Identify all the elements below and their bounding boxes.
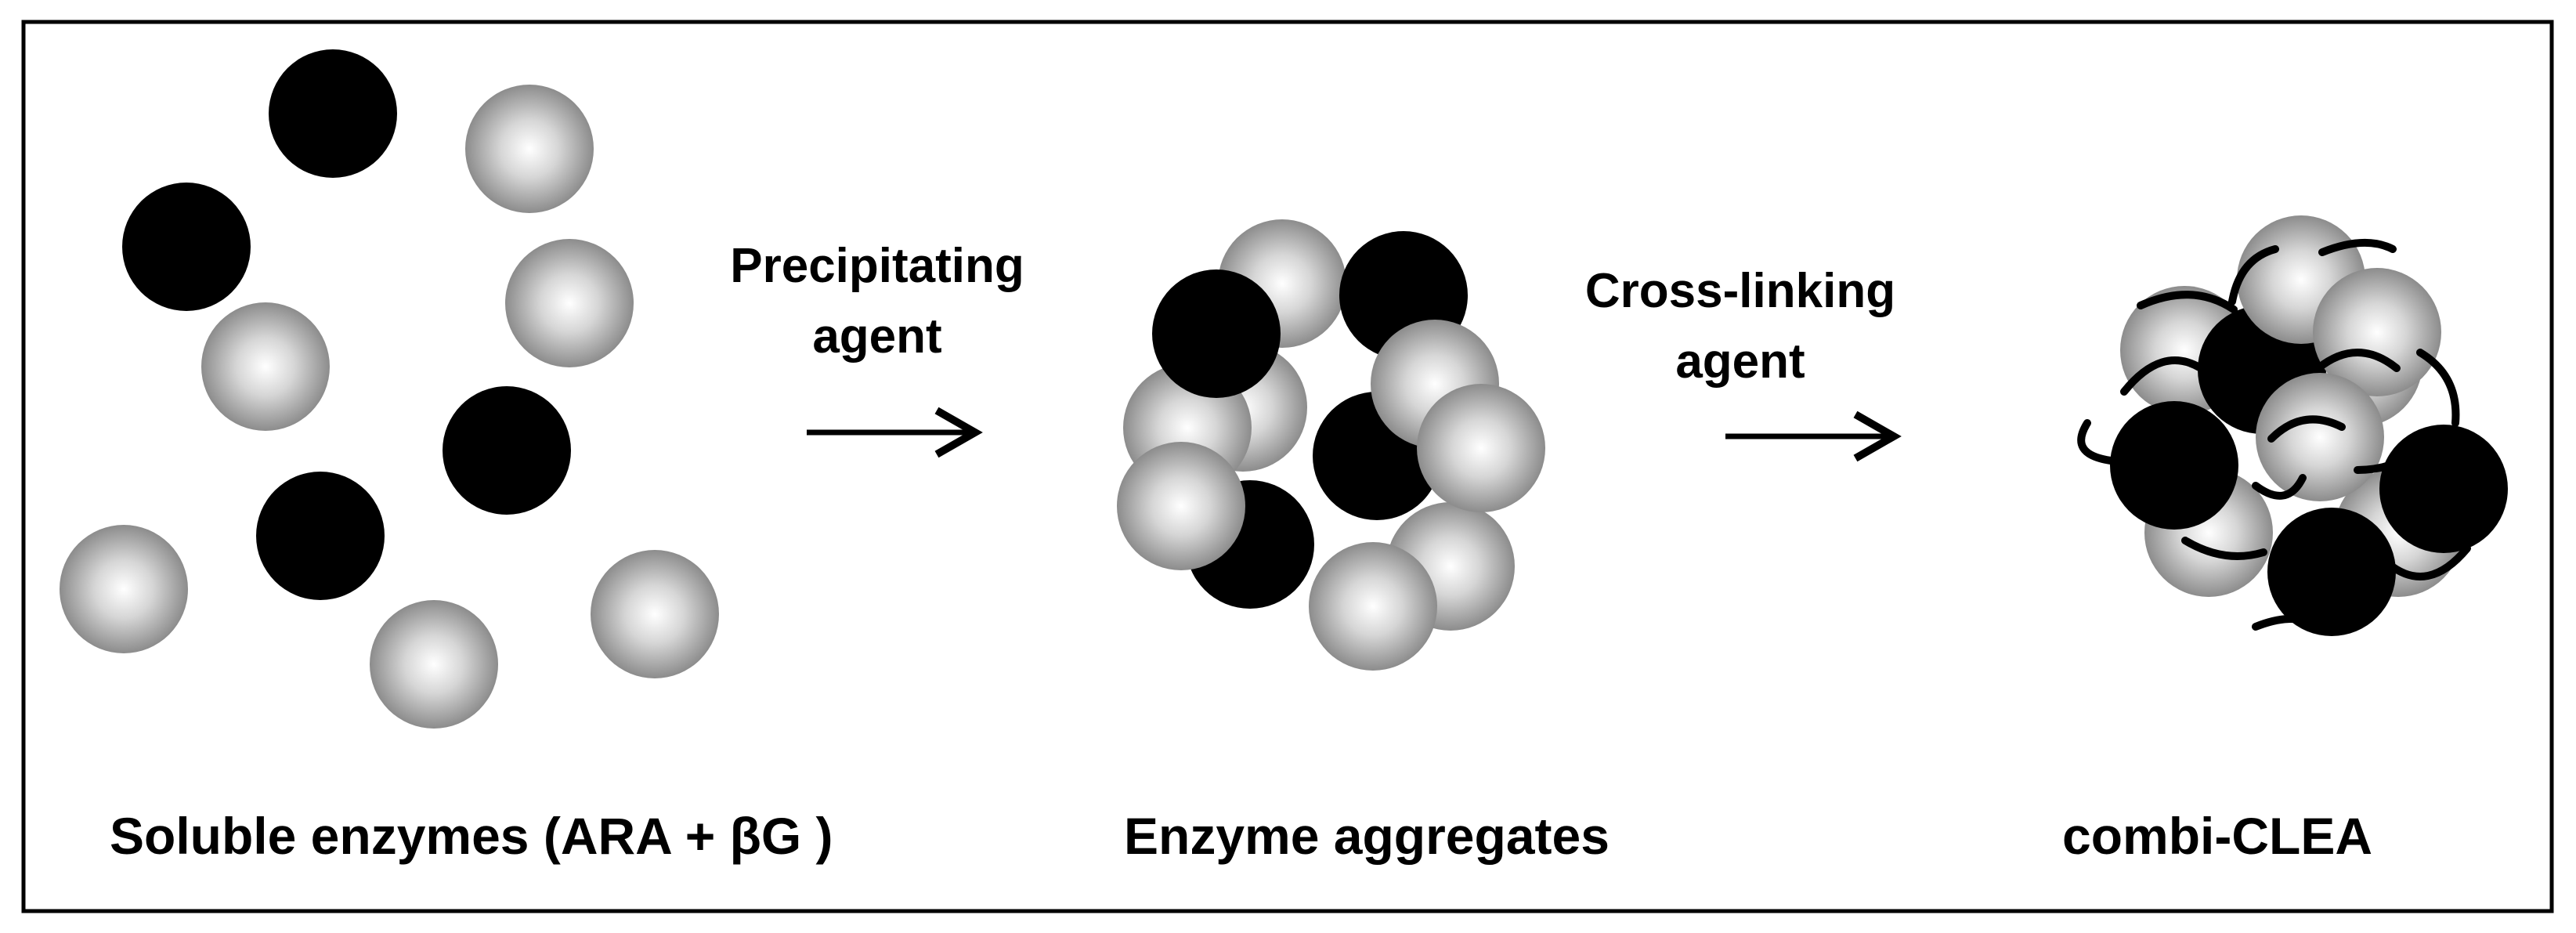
dark-enzyme [2110,401,2238,530]
light-enzyme [2256,373,2384,501]
light-enzyme [465,85,594,213]
light-enzyme [60,525,188,653]
soluble-enzymes-group [60,49,719,729]
enzyme-aggregate-cluster [1117,219,1545,671]
combi-clea-cluster [2077,215,2508,636]
dark-enzyme [1152,269,1281,398]
dark-enzyme [256,472,385,600]
step-label-precipitating: Precipitating [730,239,1024,293]
cross-linker-strands [2077,239,2471,631]
stage-caption-clea: combi-CLEA [2062,807,2372,865]
light-enzyme [1117,442,1245,570]
light-enzyme [505,239,634,367]
step-label-crosslinking: Cross-linking [1585,264,1895,318]
light-enzyme [201,302,330,431]
light-enzyme [591,550,719,678]
step-label-precipitating-agent: agent [812,309,941,363]
step-label-crosslinking-agent: agent [1675,335,1805,389]
light-enzyme [2313,268,2441,396]
light-enzyme [370,600,498,729]
stage-caption-soluble: Soluble enzymes (ARA + βG ) [110,807,833,865]
stage-caption-aggregates: Enzyme aggregates [1124,807,1610,865]
dark-enzyme [443,386,571,515]
dark-enzyme [2267,508,2396,636]
dark-enzyme [122,183,251,311]
dark-enzyme [269,49,397,178]
light-enzyme [1417,384,1545,512]
light-enzyme [1309,542,1437,671]
dark-enzyme [2379,425,2508,553]
